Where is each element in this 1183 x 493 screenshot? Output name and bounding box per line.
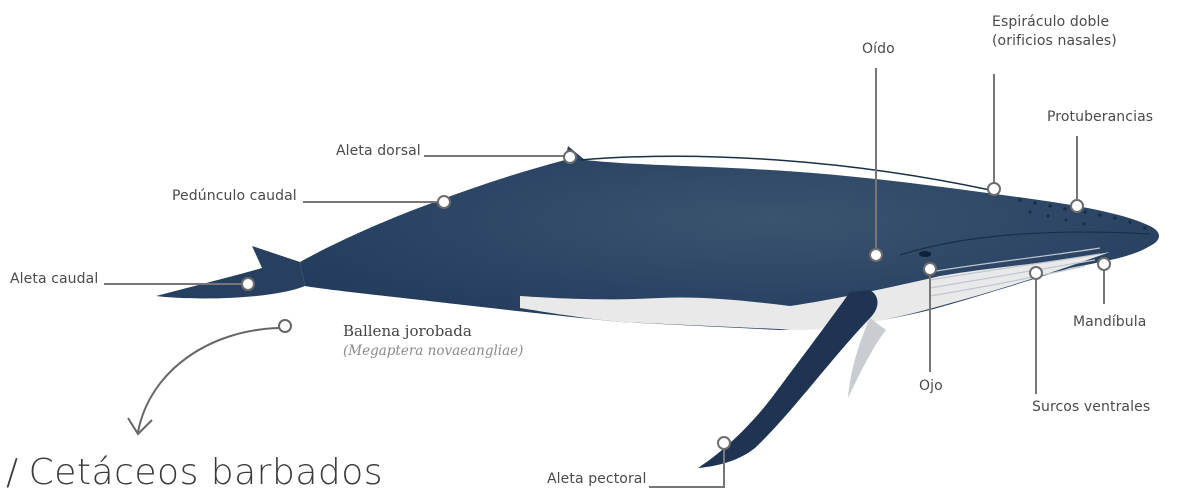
label-aleta-caudal: Aleta caudal bbox=[10, 271, 98, 288]
label-aleta-dorsal: Aleta dorsal bbox=[336, 143, 421, 160]
label-mandibula: Mandíbula bbox=[1073, 314, 1146, 331]
slash-divider: / bbox=[6, 452, 19, 493]
label-ojo: Ojo bbox=[919, 378, 943, 395]
label-aleta-pectoral: Aleta pectoral bbox=[547, 471, 646, 488]
section-heading: /Cetáceos barbados bbox=[6, 452, 383, 493]
species-common-name: Ballena jorobada bbox=[343, 322, 472, 340]
label-pedunculo-caudal: Pedúnculo caudal bbox=[172, 188, 297, 205]
eye-shape bbox=[919, 251, 931, 257]
species-scientific-name: (Megaptera novaeangliae) bbox=[343, 343, 523, 359]
label-oido: Oído bbox=[862, 41, 895, 58]
section-heading-text: Cetáceos barbados bbox=[29, 452, 383, 493]
tail-fluke bbox=[156, 246, 305, 298]
label-espiraculo-line2: (orificios nasales) bbox=[992, 33, 1117, 50]
label-surcos-ventrales: Surcos ventrales bbox=[1032, 399, 1150, 416]
label-espiraculo-line1: Espiráculo doble bbox=[992, 14, 1109, 31]
label-protuberancias: Protuberancias bbox=[1047, 109, 1153, 126]
curved-arrow-icon bbox=[128, 320, 291, 434]
